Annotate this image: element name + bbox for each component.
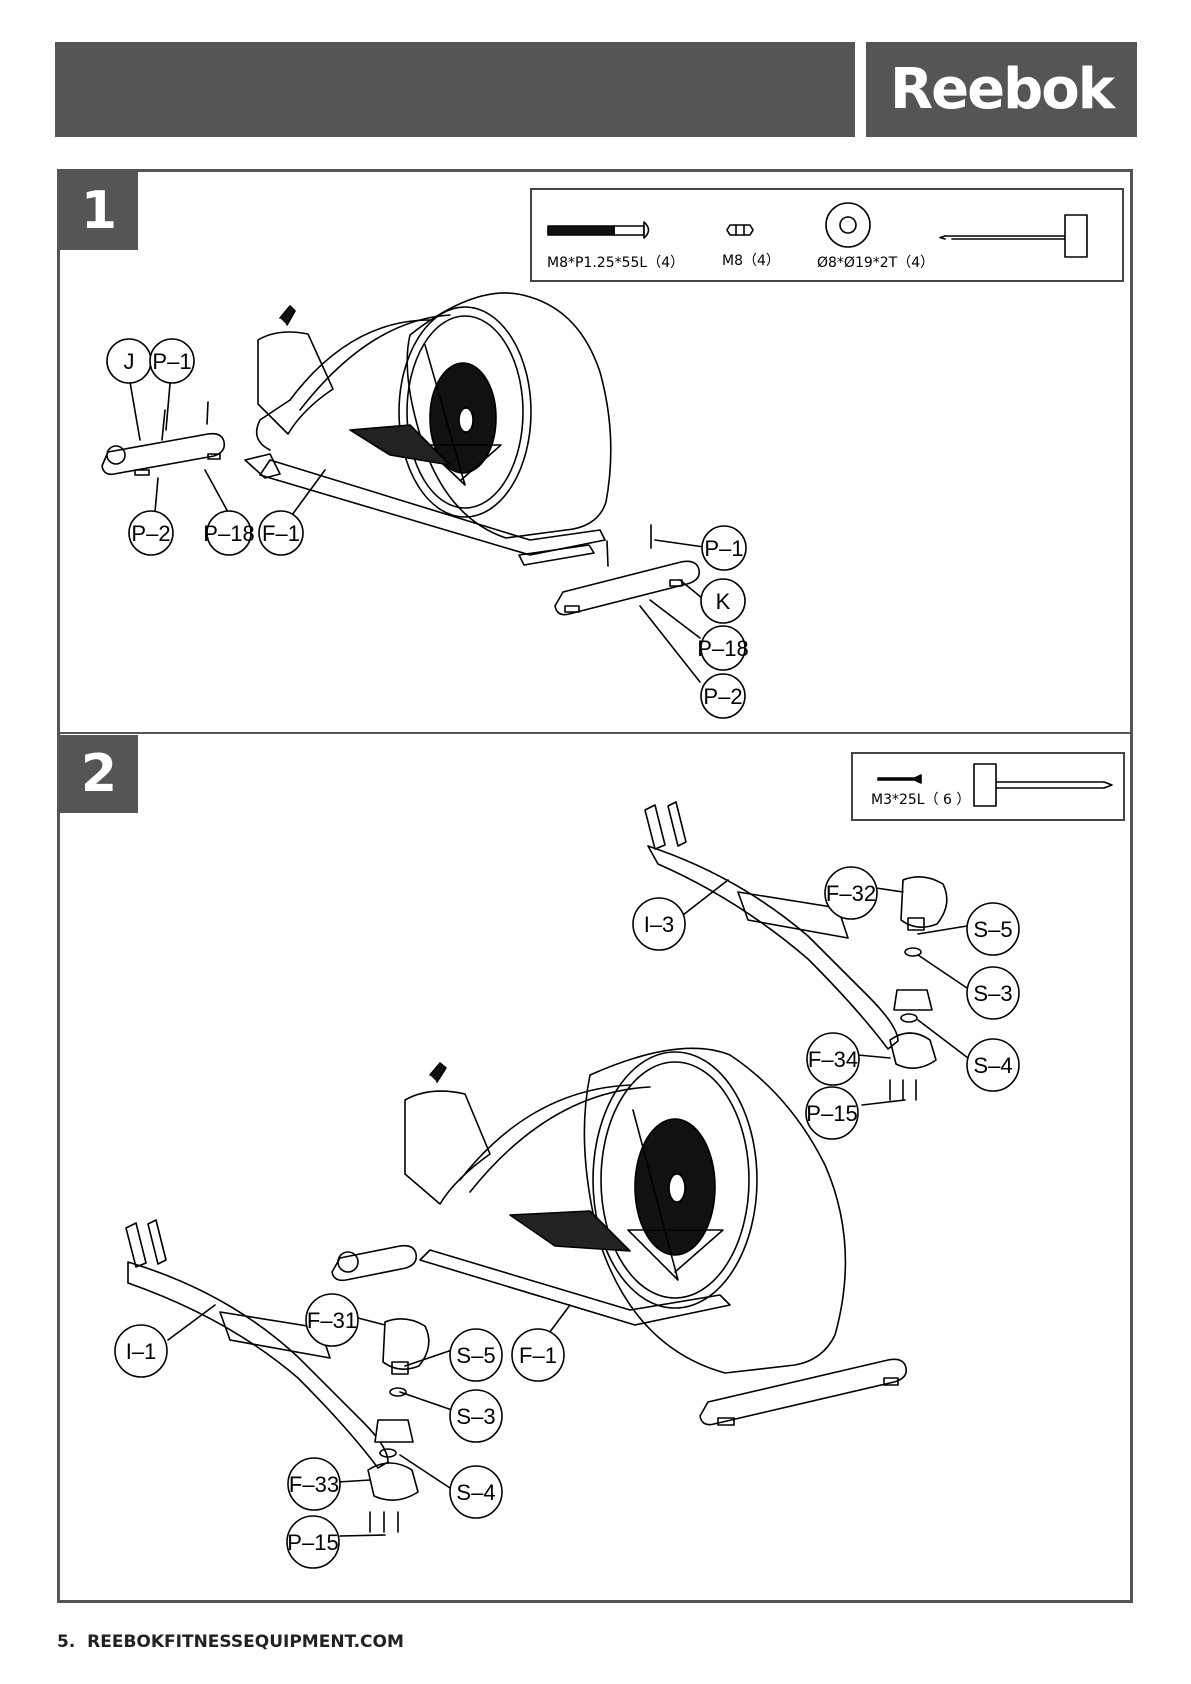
svg-text:P–1: P–1 — [152, 349, 191, 374]
callout-f34: F–34 — [807, 1033, 859, 1085]
svg-text:J: J — [124, 349, 135, 374]
callout-s3-left: S–3 — [450, 1390, 502, 1442]
callout-j: J — [107, 339, 151, 383]
svg-text:P–2: P–2 — [703, 684, 742, 709]
washer-icon — [826, 203, 870, 247]
callout-s4-right: S–4 — [967, 1039, 1019, 1091]
step-2-leader-lines — [168, 880, 968, 1536]
svg-text:S–5: S–5 — [973, 917, 1012, 942]
svg-text:P–2: P–2 — [131, 521, 170, 546]
website-link: REEBOKFITNESSEQUIPMENT.COM — [87, 1632, 404, 1652]
svg-text:F–32: F–32 — [826, 881, 876, 906]
svg-text:P–15: P–15 — [287, 1530, 338, 1555]
svg-text:F–1: F–1 — [262, 521, 300, 546]
callout-k: K — [701, 579, 745, 623]
step-1-callouts: J P–1 P–2 P–18 F–1 P–1 K P–18 P–2 — [107, 339, 749, 718]
callout-i3: I–3 — [633, 898, 685, 950]
svg-text:F–31: F–31 — [307, 1308, 357, 1333]
allen-key-icon — [940, 215, 1087, 257]
callout-p2-right: P–2 — [701, 674, 745, 718]
svg-text:S–4: S–4 — [973, 1053, 1012, 1078]
callout-s5-left: S–5 — [450, 1329, 502, 1381]
svg-text:F–1: F–1 — [519, 1343, 557, 1368]
svg-text:S–4: S–4 — [456, 1480, 495, 1505]
callout-s4-left: S–4 — [450, 1466, 502, 1518]
callout-i1: I–1 — [115, 1325, 167, 1377]
callout-p15-right: P–15 — [806, 1087, 858, 1139]
svg-text:F–34: F–34 — [808, 1047, 858, 1072]
svg-text:S–3: S–3 — [973, 981, 1012, 1006]
svg-text:S–5: S–5 — [456, 1343, 495, 1368]
svg-text:P–18: P–18 — [203, 521, 254, 546]
callout-p18-left: P–18 — [203, 511, 254, 555]
callout-p2-left: P–2 — [129, 511, 173, 555]
callout-p1-right: P–1 — [702, 526, 746, 570]
nut-icon — [727, 225, 753, 235]
screw-icon — [878, 775, 921, 783]
svg-text:F–33: F–33 — [289, 1472, 339, 1497]
svg-text:P–18: P–18 — [697, 636, 748, 661]
callout-f31: F–31 — [306, 1294, 358, 1346]
callout-f32: F–32 — [825, 867, 877, 919]
svg-text:P–1: P–1 — [704, 536, 743, 561]
svg-text:K: K — [716, 589, 731, 614]
step-2-elliptical-illustration — [126, 802, 947, 1532]
callout-f1-step2: F–1 — [512, 1329, 564, 1381]
screwdriver-icon — [974, 764, 1112, 806]
svg-text:I–1: I–1 — [126, 1339, 157, 1364]
svg-text:S–3: S–3 — [456, 1404, 495, 1429]
callout-s3-right: S–3 — [967, 967, 1019, 1019]
svg-text:P–15: P–15 — [806, 1101, 857, 1126]
step-1-elliptical-illustration — [102, 293, 699, 615]
bolt-icon — [548, 222, 649, 238]
callout-p18-right: P–18 — [697, 626, 748, 670]
svg-text:I–3: I–3 — [644, 912, 675, 937]
page-number: 5. — [57, 1632, 75, 1652]
callout-f1-step1: F–1 — [259, 511, 303, 555]
callout-f33: F–33 — [288, 1458, 340, 1510]
callout-p15-left: P–15 — [287, 1516, 339, 1568]
callout-p1-left: P–1 — [150, 339, 194, 383]
callout-s5-right: S–5 — [967, 903, 1019, 955]
page-footer: 5. REEBOKFITNESSEQUIPMENT.COM — [57, 1632, 404, 1652]
